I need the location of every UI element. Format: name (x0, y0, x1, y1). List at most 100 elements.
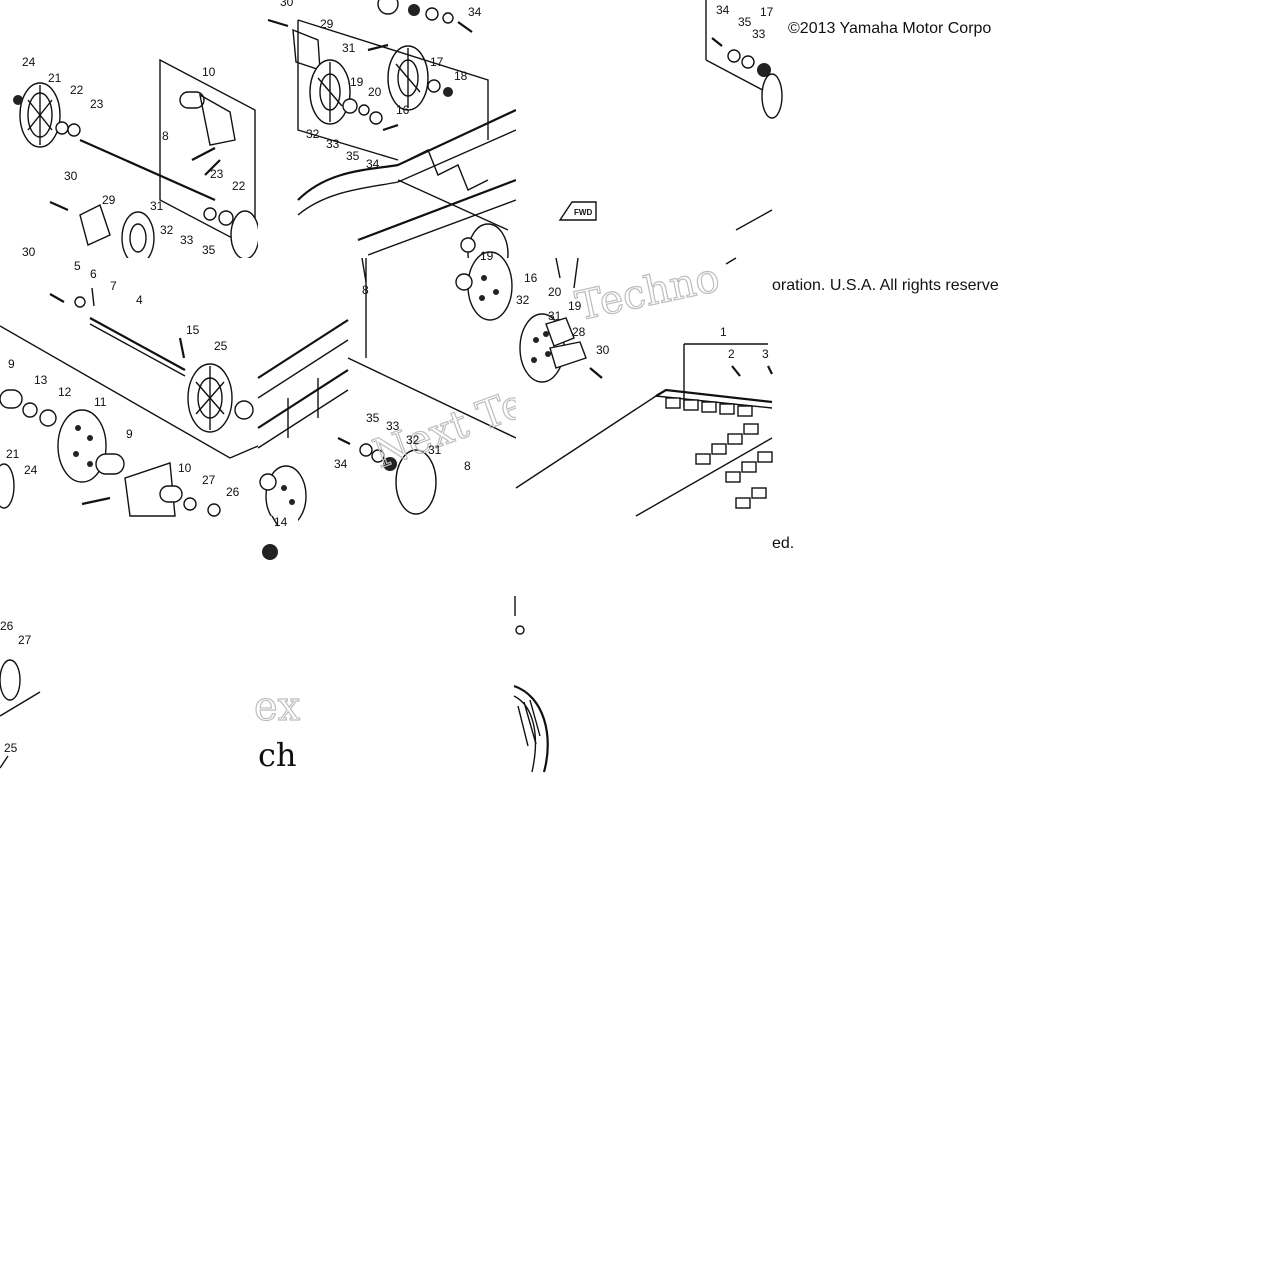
callout-31: 31 (150, 199, 164, 213)
callout-31: 31 (428, 443, 442, 457)
callout-9b: 9 (126, 427, 133, 441)
bolt-8 (191, 147, 216, 161)
callout-34: 34 (334, 457, 348, 471)
diagram-tile-track: Techno 16 20 19 32 31 28 30 1 2 3 (515, 254, 773, 517)
callout-3: 3 (762, 347, 769, 361)
callout-33: 33 (752, 27, 766, 41)
diagram-tile-watermark-fragment: ex ch (253, 680, 301, 774)
watermark-text-c: ex (254, 684, 301, 730)
callout-22: 22 (70, 83, 84, 97)
callout-32: 32 (516, 293, 530, 307)
watermark-text-a: Techno (572, 255, 724, 330)
callout-14: 14 (274, 515, 288, 529)
callout-7: 7 (110, 279, 117, 293)
callout-15: 15 (186, 323, 200, 337)
diagram-tile-rear-upper: FWD 34 35 17 33 (516, 0, 783, 258)
svg-text:FWD: FWD (574, 208, 592, 217)
callout-20: 20 (548, 285, 562, 299)
spacer-9 (0, 389, 23, 409)
callout-30b: 30 (22, 245, 36, 259)
callout-18: 18 (454, 69, 468, 83)
adjuster-29 (79, 204, 111, 246)
front-shaft (79, 138, 216, 202)
callout-8b: 8 (464, 459, 471, 473)
diagram-tile-fragment-center: 14 (258, 515, 298, 564)
adjuster-28 (549, 341, 587, 369)
callout-1: 1 (720, 325, 727, 339)
diagram-tile-front-axle: 24 21 22 23 10 8 30 29 31 32 33 35 23 22… (0, 0, 260, 265)
callout-32: 32 (160, 223, 174, 237)
watermark-text-d: ch (258, 736, 297, 774)
watermark-fragment-drawing: ex ch (253, 683, 301, 774)
bearing-23 (67, 123, 81, 137)
fragment-left-drawing: 26 27 25 (0, 619, 41, 769)
callout-31: 31 (548, 309, 562, 323)
callout-28: 28 (572, 325, 586, 339)
washer-6 (74, 296, 86, 308)
bolt-30 (267, 18, 289, 28)
callout-6: 6 (90, 267, 97, 281)
callout-5: 5 (74, 259, 81, 273)
callout-33: 33 (326, 137, 340, 151)
callout-33: 33 (180, 233, 194, 247)
callout-35: 35 (738, 15, 752, 29)
callout-32: 32 (406, 433, 420, 447)
callout-29: 29 (102, 193, 116, 207)
callout-17: 17 (430, 55, 444, 69)
pin-15 (178, 337, 186, 359)
diagram-tile-rail-lower: Next Te 8 19 35 33 32 31 34 8 (257, 249, 532, 527)
copyright-line-3: ed. (772, 535, 795, 552)
shaft-4 (89, 317, 186, 371)
rail-lower-drawing: Next Te 8 19 35 33 32 31 34 8 (257, 249, 532, 527)
callout-30: 30 (596, 343, 610, 357)
drive-track (515, 388, 773, 517)
callout-20: 20 (368, 85, 382, 99)
bolt-5 (49, 293, 65, 303)
callout-17: 17 (760, 5, 774, 19)
callout-27: 27 (202, 473, 216, 487)
wheel-31 (121, 211, 155, 265)
slide-rail (297, 109, 517, 201)
callout-31: 31 (342, 41, 356, 55)
copyright-line-1: ©2013 Yamaha Motor Corpo (788, 20, 992, 37)
seal-13 (22, 402, 38, 418)
callout-35: 35 (202, 243, 216, 257)
diagram-tile-fragment-left: 26 27 25 (0, 516, 41, 772)
callout-2: 2 (728, 347, 735, 361)
bolt-30 (49, 200, 69, 212)
callout-34: 34 (366, 157, 380, 171)
callout-16: 16 (396, 103, 410, 117)
callout-33: 33 (386, 419, 400, 433)
callout-8: 8 (162, 129, 169, 143)
callout-25: 25 (4, 741, 18, 755)
callout-8: 8 (362, 283, 369, 297)
callout-35: 35 (366, 411, 380, 425)
callout-19: 19 (568, 299, 582, 313)
copyright-line-2: oration. U.S.A. All rights reserve (772, 277, 999, 294)
bolt-30 (589, 367, 603, 379)
callout-21: 21 (48, 71, 62, 85)
washer-22 (55, 121, 69, 135)
callout-26: 26 (0, 619, 14, 633)
rail-upper-drawing: 30 29 31 19 20 16 17 18 32 33 35 34 34 (267, 0, 517, 285)
callout-23b: 23 (210, 167, 224, 181)
callout-19: 19 (350, 75, 364, 89)
callout-25: 25 (214, 339, 228, 353)
callout-24: 24 (22, 55, 36, 69)
callout-29: 29 (320, 17, 334, 31)
center-axle-drawing: 5 6 7 4 15 25 9 13 12 11 9 10 27 26 21 2… (0, 259, 259, 517)
callout-12: 12 (58, 385, 72, 399)
callout-22b: 22 (232, 179, 246, 193)
spacer-9b (95, 453, 125, 475)
callout-35: 35 (346, 149, 360, 163)
rear-upper-drawing: FWD 34 35 17 33 (558, 0, 783, 231)
callout-24: 24 (24, 463, 38, 477)
idler-wheel-21 (19, 82, 61, 148)
callout-19: 19 (480, 249, 494, 263)
fragment-center-drawing: 14 (262, 515, 288, 560)
diagram-tile-center-axle: 5 6 7 4 15 25 9 13 12 11 9 10 27 26 21 2… (0, 258, 259, 517)
callout-13: 13 (34, 373, 48, 387)
callout-34b: 34 (468, 5, 482, 19)
callout-34: 34 (716, 3, 730, 17)
